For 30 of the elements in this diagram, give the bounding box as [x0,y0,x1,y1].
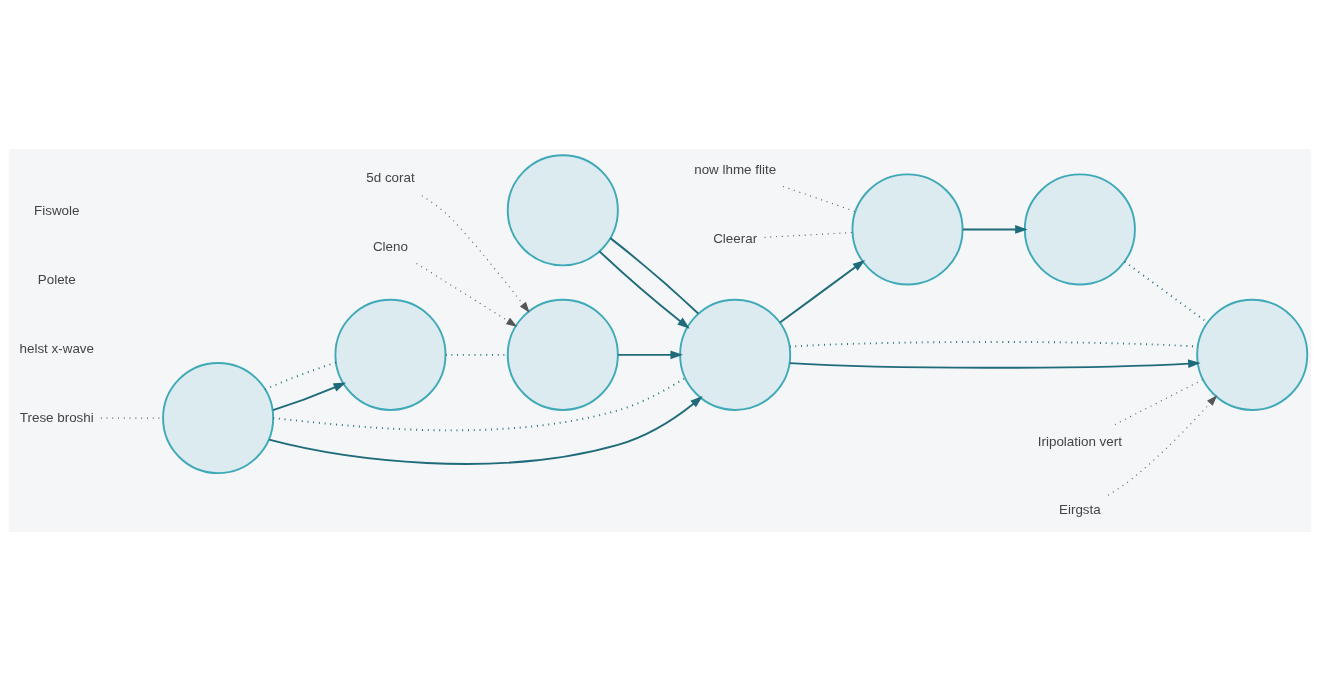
node-circle [1023,172,1136,285]
node-text: Eirgsta [1059,501,1101,517]
connector [272,376,686,431]
node-text: Cleno [372,238,408,254]
node-text: Cleerar [713,230,758,246]
connector [264,361,337,390]
node-text: 5d corat [366,169,415,185]
label: helst x-wave [19,340,94,356]
label: Fiswole [34,202,80,218]
node-text: Trese broshi [19,409,94,425]
arrow [1107,394,1218,496]
connector [764,231,853,238]
arrow [598,249,690,329]
arrow [788,358,1201,369]
node-circle [506,153,619,266]
node-circle [1196,298,1309,411]
arrow [272,381,347,411]
arrow [268,395,703,465]
node-circle [162,361,275,474]
arrow [779,259,866,323]
label: Polete [37,271,76,287]
arrow [421,194,530,313]
arrow [416,262,518,327]
connector [609,236,700,315]
arrow [617,350,683,359]
arrow [961,224,1028,234]
node-text: Iripolation vert [1037,433,1122,449]
connector [788,340,1199,348]
node-text: now lhme flite [694,161,777,177]
connector [1114,378,1204,425]
